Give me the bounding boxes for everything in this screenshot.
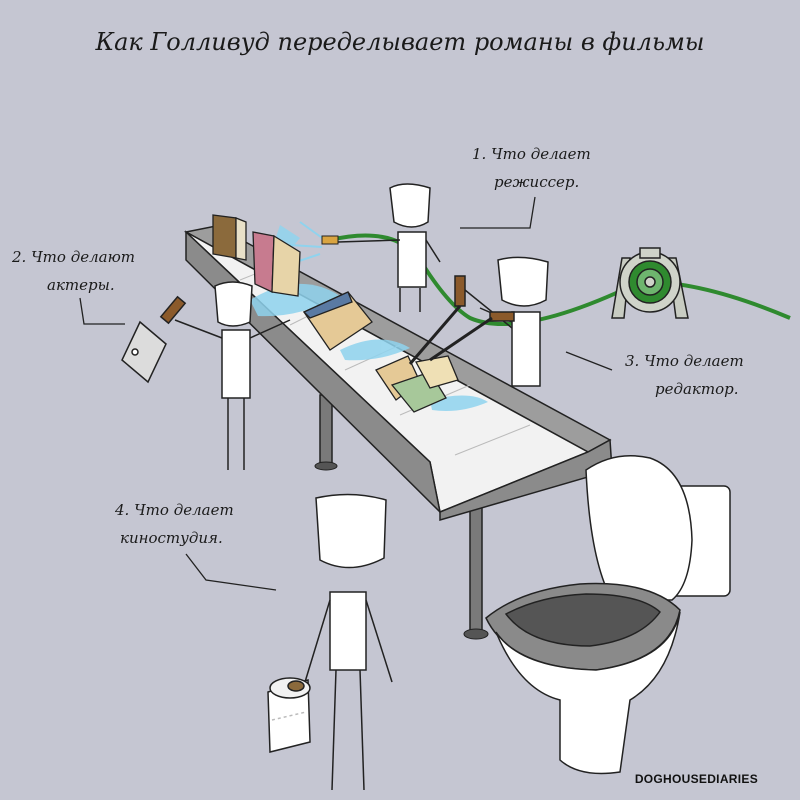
editor-torso (511, 311, 541, 387)
caption-director: 1. Что делает режиссер. (472, 140, 591, 196)
hedge-shears (408, 275, 515, 365)
caption-editor: 3. Что делает редактор. (625, 347, 744, 403)
garden-hose (321, 233, 791, 327)
caption-editor-line-2: редактор. (655, 380, 739, 398)
editor-head (497, 256, 549, 307)
toilet-paper-roll (267, 677, 311, 753)
credit-logo: DOGHOUSEDIARIES (634, 772, 758, 786)
caption-actors-line-1: 2. Что делают (12, 248, 136, 266)
studio-head (315, 493, 387, 569)
caption-studio: 4. Что делает киностудия. (115, 496, 234, 552)
toilet-lid (585, 455, 693, 601)
pointer-director (460, 196, 536, 229)
actor-torso (221, 329, 251, 399)
studio-torso (329, 591, 367, 671)
pointer-lines (79, 196, 613, 591)
actor-head (214, 281, 253, 327)
comic-title: Как Голливуд переделывает романы в фильм… (95, 28, 705, 56)
caption-studio-line-1: 4. Что делает (115, 501, 234, 519)
book-intact (212, 214, 247, 261)
director-figure (337, 183, 441, 312)
caption-director-line-1: 1. Что делает (472, 145, 591, 163)
pointer-actors (79, 297, 125, 325)
actor-figure (121, 281, 291, 470)
director-torso (397, 231, 427, 288)
book-cut (302, 291, 373, 351)
caption-editor-line-1: 3. Что делает (625, 352, 744, 370)
pointer-studio (185, 553, 277, 591)
book-wet (252, 231, 301, 297)
hose-reel (611, 247, 689, 319)
caption-actors-line-2: актеры. (47, 276, 115, 294)
caption-studio-line-2: киностудия. (120, 529, 223, 547)
caption-actors: 2. Что делают актеры. (12, 243, 135, 299)
studio-figure (267, 493, 393, 791)
toilet-base (495, 611, 681, 775)
cleaver (121, 295, 187, 384)
editor-figure (408, 256, 549, 387)
director-head (389, 183, 431, 228)
book-shredded (375, 355, 459, 413)
caption-director-line-2: режиссер. (494, 173, 580, 191)
books (212, 214, 459, 413)
toilet-bowl (504, 593, 662, 647)
pointer-editor (565, 351, 613, 371)
toilet (485, 455, 731, 775)
